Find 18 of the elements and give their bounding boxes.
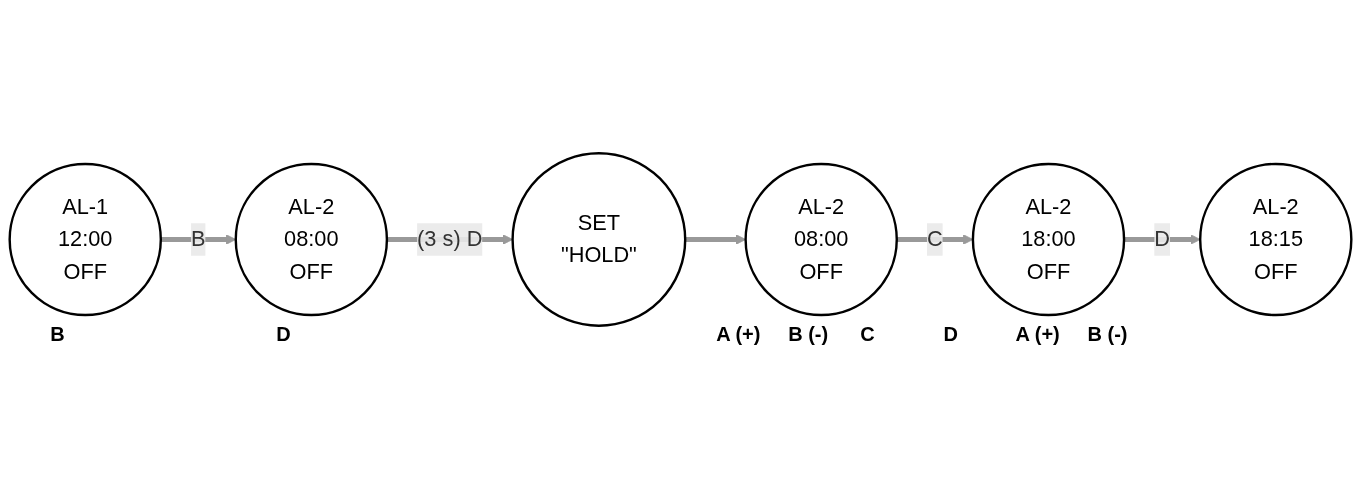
node-circle: AL-2 18:15 OFF [1199, 162, 1353, 317]
button-label: B (-) [1087, 323, 1128, 347]
node-circle: AL-2 18:00 OFF [971, 162, 1126, 317]
edge-label: B [191, 226, 206, 251]
button-label: B (-) [788, 323, 829, 347]
edge-label: D [1154, 226, 1170, 251]
edge-label: (3 s) D [417, 226, 483, 251]
button-label: C [860, 323, 875, 347]
node-circle: AL-2 08:00 OFF [234, 162, 389, 317]
node-circle: SET "HOLD" [511, 152, 687, 327]
button-label: D [276, 323, 291, 347]
button-label: B [50, 323, 65, 347]
node-circle: AL-1 12:00 OFF [8, 162, 162, 317]
button-label: A (+) [716, 323, 761, 347]
button-label: A (+) [1015, 323, 1060, 347]
edge-label: C [926, 226, 943, 251]
node-circle: AL-2 08:00 OFF [744, 162, 898, 317]
button-label: D [943, 323, 958, 347]
